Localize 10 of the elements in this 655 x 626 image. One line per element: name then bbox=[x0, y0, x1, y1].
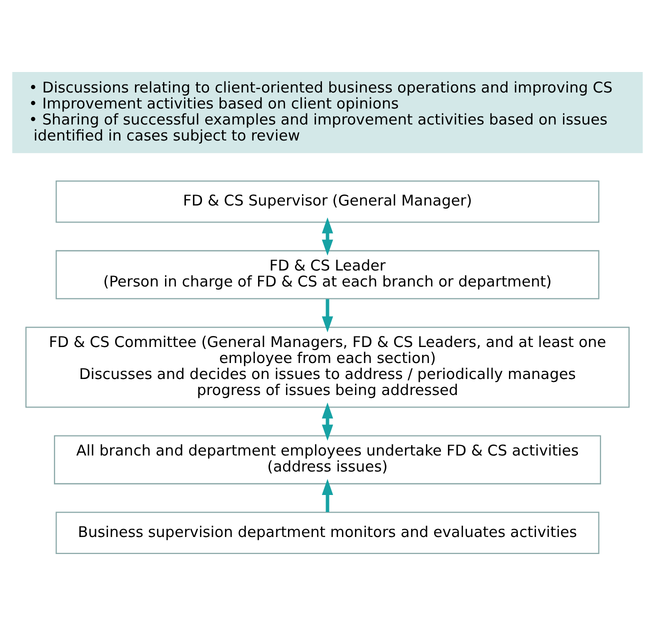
node-box: • Discussions relating to client-oriented business operations and improving CS • Improvement activities based on client opinions • Sharing of successful examples and improvement activities based on issues identified in cases subject to review bbox=[12, 72, 643, 154]
arrow bbox=[322, 217, 334, 256]
node-box: FD & CS Leader (Person in charge of FD & CS at each branch or department) bbox=[56, 250, 600, 300]
node-box: All branch and department employees undertake FD & CS activities (address issues) bbox=[54, 435, 602, 484]
arrow bbox=[322, 478, 334, 512]
node-box: FD & CS Supervisor (General Manager) bbox=[56, 180, 600, 223]
arrow bbox=[322, 402, 334, 441]
node-box: FD & CS Committee (General Managers, FD & CS Leaders, and at least one employee from each section) Discusses and decides on issues to address / periodically manages progress of issues being addressed bbox=[25, 326, 630, 408]
node-box: Business supervision department monitors and evaluates activities bbox=[56, 512, 600, 554]
arrow bbox=[322, 299, 334, 332]
